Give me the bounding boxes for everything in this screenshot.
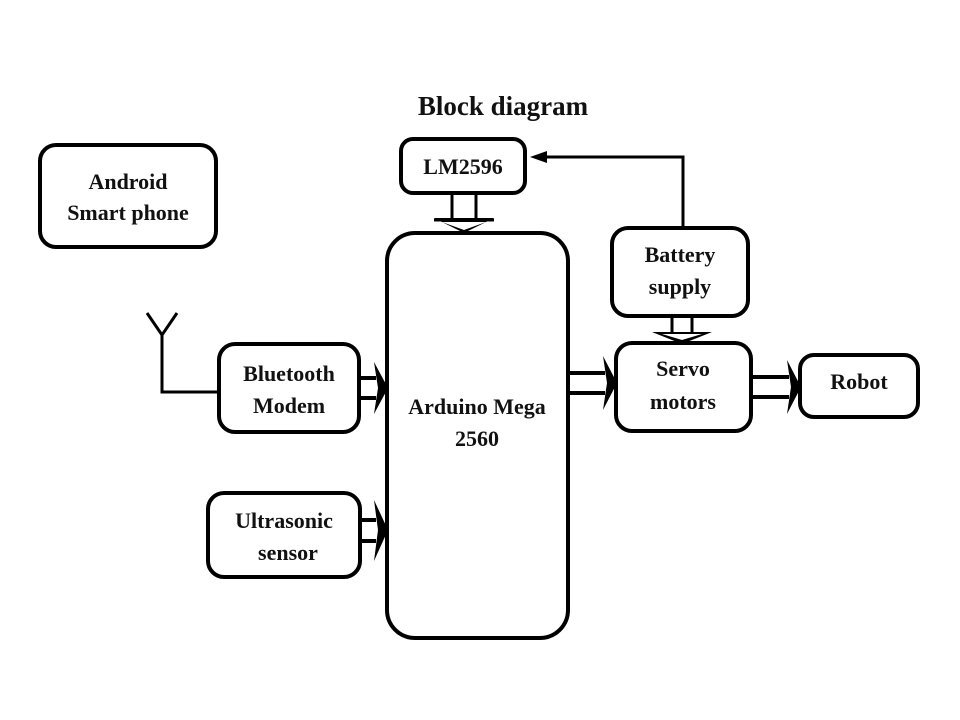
block-ultrasonic: Ultrasonic sensor	[206, 491, 362, 579]
block-battery-label-2: supply	[649, 274, 711, 299]
connector-battery-to-lm2596	[530, 151, 685, 230]
block-android-label-1: Android	[88, 169, 167, 194]
block-bluetooth-label-2: Modem	[253, 393, 325, 418]
connector-lm2596-to-arduino	[434, 193, 494, 233]
block-android: Android Smart phone	[38, 143, 218, 249]
antenna-icon	[145, 312, 219, 394]
block-arduino-label-1: Arduino Mega	[408, 394, 546, 419]
block-arduino-label-2: 2560	[455, 426, 499, 451]
block-ultrasonic-label-2: sensor	[258, 540, 318, 565]
block-robot: Robot	[798, 353, 920, 419]
connector-arduino-to-servo	[568, 356, 617, 410]
block-bluetooth-label-1: Bluetooth	[243, 361, 335, 386]
block-bluetooth: Bluetooth Modem	[217, 342, 361, 434]
block-arduino: Arduino Mega 2560	[385, 231, 570, 640]
block-servo-label-1: Servo	[656, 356, 710, 381]
block-battery: Battery supply	[610, 226, 750, 318]
block-servo: Servo motors	[614, 341, 753, 433]
block-battery-label-1: Battery	[645, 242, 716, 267]
connector-battery-to-servo	[652, 316, 712, 344]
block-lm2596-label: LM2596	[423, 154, 502, 179]
block-ultrasonic-label-1: Ultrasonic	[235, 508, 333, 533]
connector-servo-to-robot	[751, 360, 801, 414]
block-servo-label-2: motors	[650, 389, 716, 414]
block-lm2596: LM2596	[399, 137, 527, 195]
connector-ultrasonic-to-arduino	[360, 500, 388, 561]
block-android-label-2: Smart phone	[67, 200, 189, 225]
block-robot-label: Robot	[830, 369, 888, 394]
connector-bluetooth-to-arduino	[359, 362, 388, 414]
diagram-title: Block diagram	[418, 91, 589, 121]
